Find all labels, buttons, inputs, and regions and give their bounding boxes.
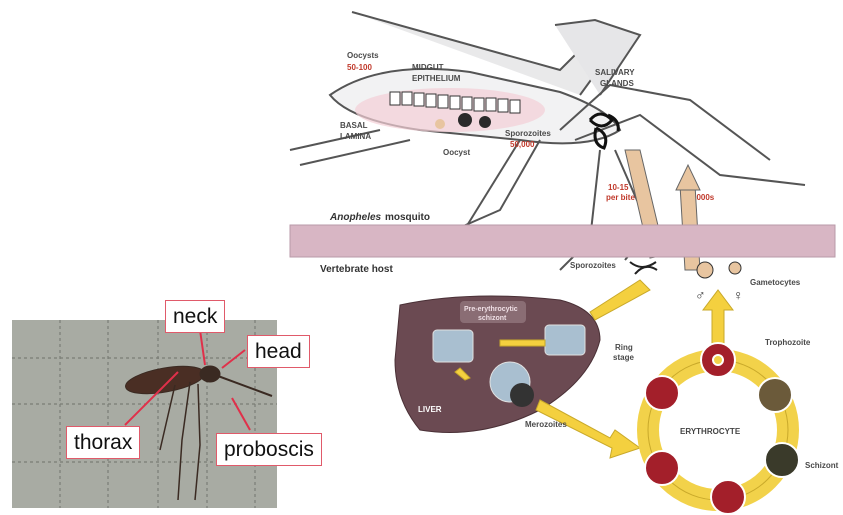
label-sporozoites-mosquito: Sporozoites: [505, 129, 551, 138]
label-merozoites: Merozoites: [525, 420, 567, 429]
label-neck: neck: [165, 300, 225, 333]
label-pre-erythrocytic: Pre-erythrocytic: [464, 306, 518, 313]
label-mosquito: mosquito: [385, 212, 430, 223]
label-epithelium: EPITHELIUM: [412, 74, 461, 83]
label-sporozoites-host: Sporozoites: [570, 261, 616, 270]
svg-text:♀: ♀: [733, 287, 744, 303]
label-gametocytes: Gametocytes: [750, 278, 801, 287]
label-lamina: LAMINA: [340, 132, 371, 141]
label-trophozoite: Trophozoite: [765, 338, 811, 347]
label-liver: LIVER: [418, 405, 442, 414]
label-oocyst: Oocyst: [443, 148, 470, 157]
merozoite-arrow: [536, 400, 640, 458]
label-ring-stage: Ring: [615, 343, 633, 352]
label-schizont-blood: Schizont: [805, 461, 839, 470]
gametocyte-arrow: [703, 290, 733, 345]
svg-text:♂: ♂: [695, 287, 706, 303]
label-oocysts-count: 50-100: [347, 63, 372, 72]
label-per-bite: per bite: [606, 193, 635, 202]
label-midgut: MIDGUT: [412, 63, 444, 72]
label-sporozoites-count: 50,000: [510, 140, 535, 149]
label-basal: BASAL: [340, 121, 368, 130]
sporozoite-icon: [630, 262, 657, 274]
label-thorax: thorax: [66, 426, 140, 459]
label-oocysts: Oocysts: [347, 51, 379, 60]
label-proboscis: proboscis: [216, 433, 322, 466]
label-ring-stage-2: stage: [613, 353, 634, 362]
mosquito-photo: [12, 320, 277, 508]
label-anopheles: Anopheles: [329, 212, 382, 223]
label-glands: GLANDS: [600, 79, 634, 88]
label-per-bite-count: 10-15: [608, 183, 629, 192]
label-head: head: [247, 335, 310, 368]
midgut-epithelium: [355, 88, 545, 132]
label-erythrocyte: ERYTHROCYTE: [680, 427, 741, 436]
host-skin-band: [290, 225, 835, 257]
label-vertebrate-host: Vertebrate host: [320, 264, 393, 275]
label-salivary: SALIVARY: [595, 68, 635, 77]
label-schizont-liver: schizont: [478, 315, 507, 322]
